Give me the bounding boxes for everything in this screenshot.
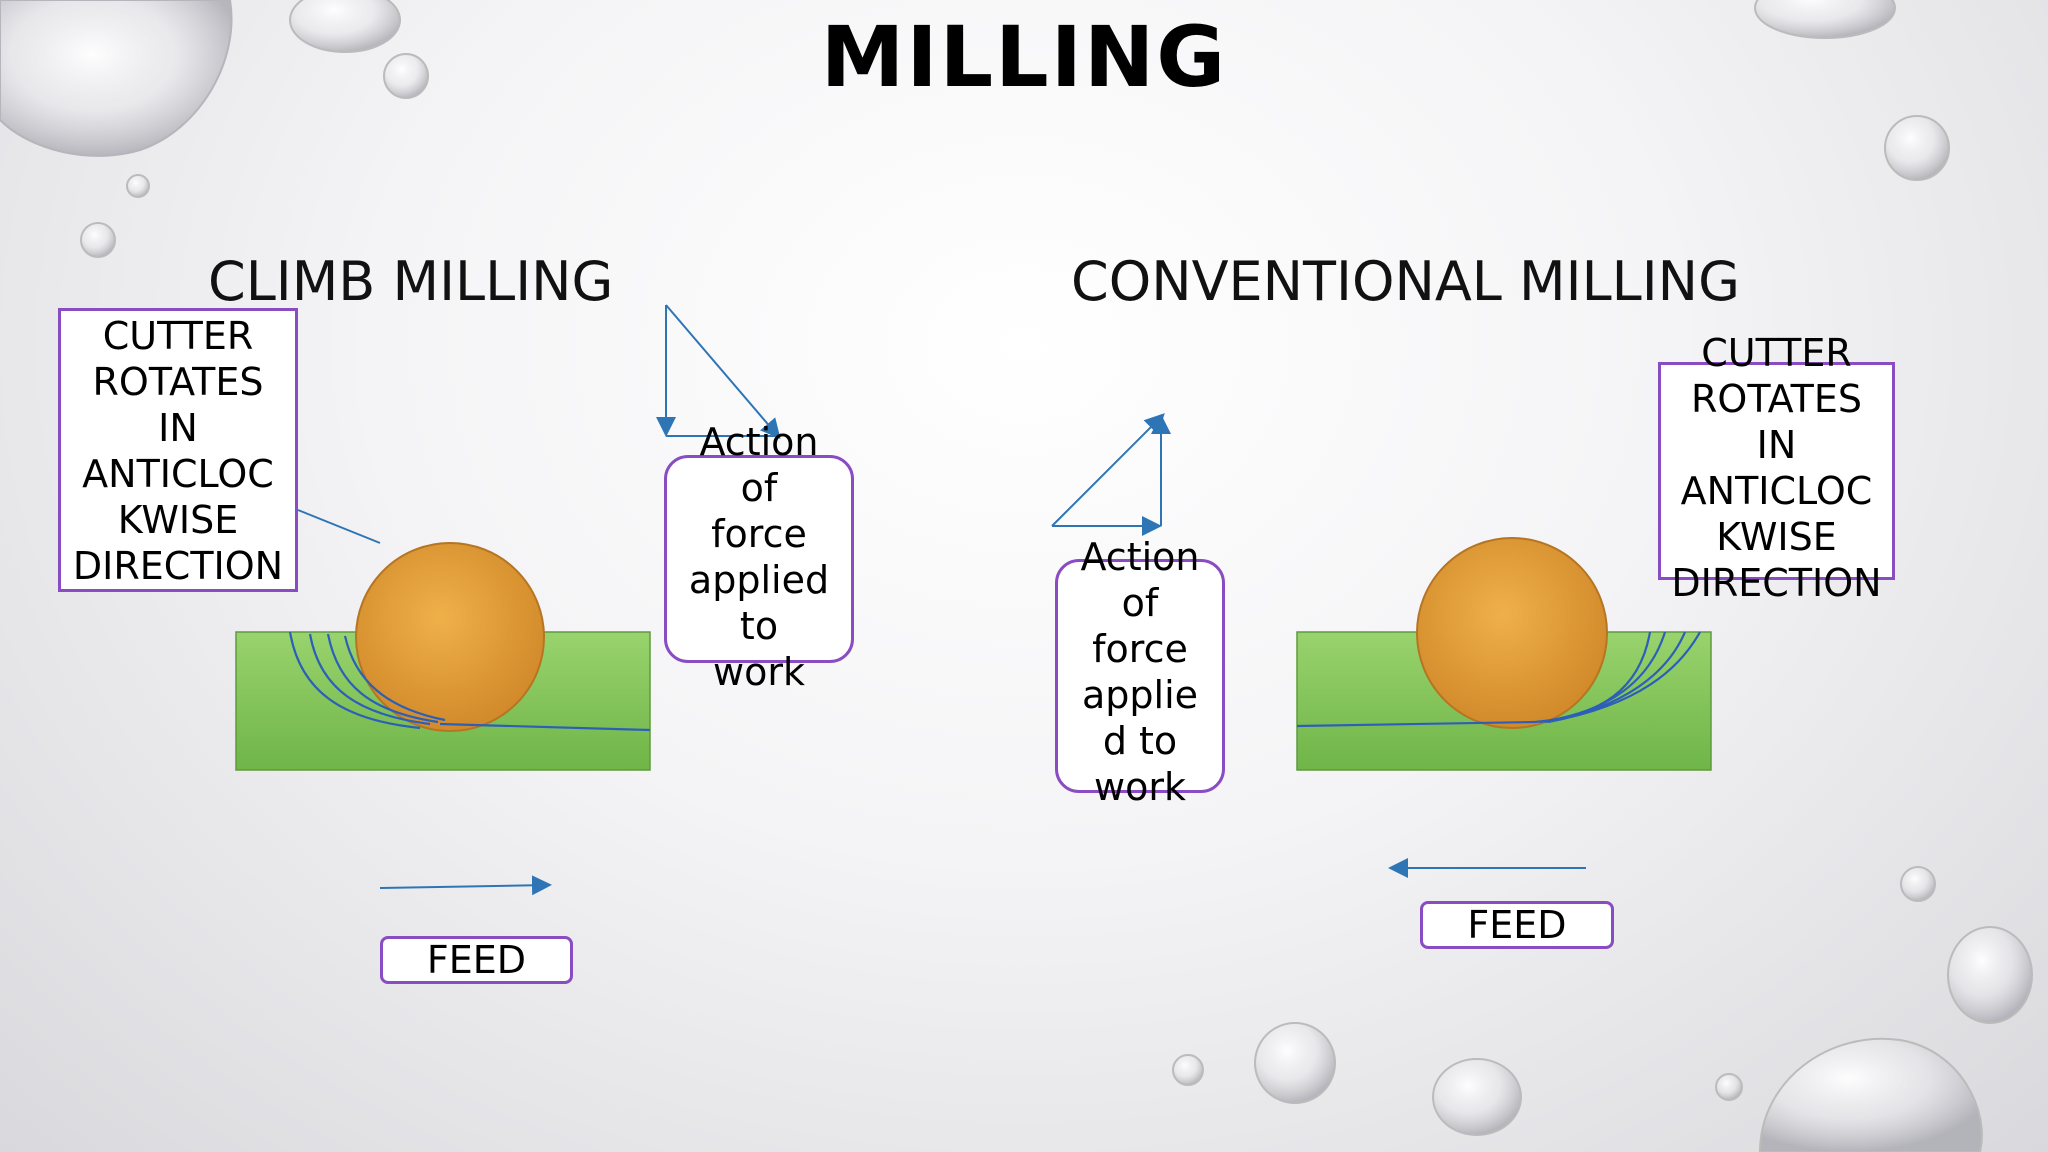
drop-shape <box>1900 866 1936 902</box>
drop-shape <box>383 53 429 99</box>
climb-feed-label: FEED <box>380 936 573 984</box>
climb-force-label: Action of force applied to work <box>688 420 830 694</box>
climb-force-triangle <box>656 304 781 440</box>
drop-shape <box>1172 1054 1204 1086</box>
conventional-rotation-label: CUTTER ROTATES IN ANTICLOC KWISE DIRECTI… <box>1671 331 1882 605</box>
climb-pointer-line <box>297 509 381 544</box>
conventional-force-triangle <box>1051 413 1171 536</box>
conventional-force-box <box>1055 559 1225 793</box>
drop-shape <box>1254 1022 1336 1104</box>
drop-shape <box>1947 926 2033 1024</box>
conventional-cutter <box>1416 537 1608 729</box>
climb-cutter <box>355 542 545 732</box>
conventional-milling-heading: CONVENTIONAL MILLING <box>1071 250 1740 313</box>
drop-shape <box>80 222 116 258</box>
drop-shape <box>1884 115 1950 181</box>
drop-shape <box>126 174 150 198</box>
conventional-feed-label: FEED <box>1420 901 1614 949</box>
drop-shape <box>0 0 233 157</box>
conventional-rotation-box <box>1658 362 1895 580</box>
drop-shape <box>1754 0 1896 39</box>
conventional-force-label: Action of force applie d to work <box>1080 535 1200 809</box>
climb-force-box <box>664 455 854 663</box>
drop-shape <box>289 0 401 53</box>
climb-feed-arrow <box>379 875 552 896</box>
climb-chips <box>288 631 651 732</box>
climb-rotation-label: CUTTER ROTATES IN ANTICLOC KWISE DIRECTI… <box>58 308 298 592</box>
drop-shape <box>1715 1073 1743 1101</box>
drop-shape <box>1432 1058 1522 1136</box>
page-title: MILLING <box>820 8 1228 106</box>
drop-shape <box>1758 1037 1983 1152</box>
conventional-chips <box>1296 631 1701 728</box>
climb-milling-heading: CLIMB MILLING <box>208 250 614 313</box>
